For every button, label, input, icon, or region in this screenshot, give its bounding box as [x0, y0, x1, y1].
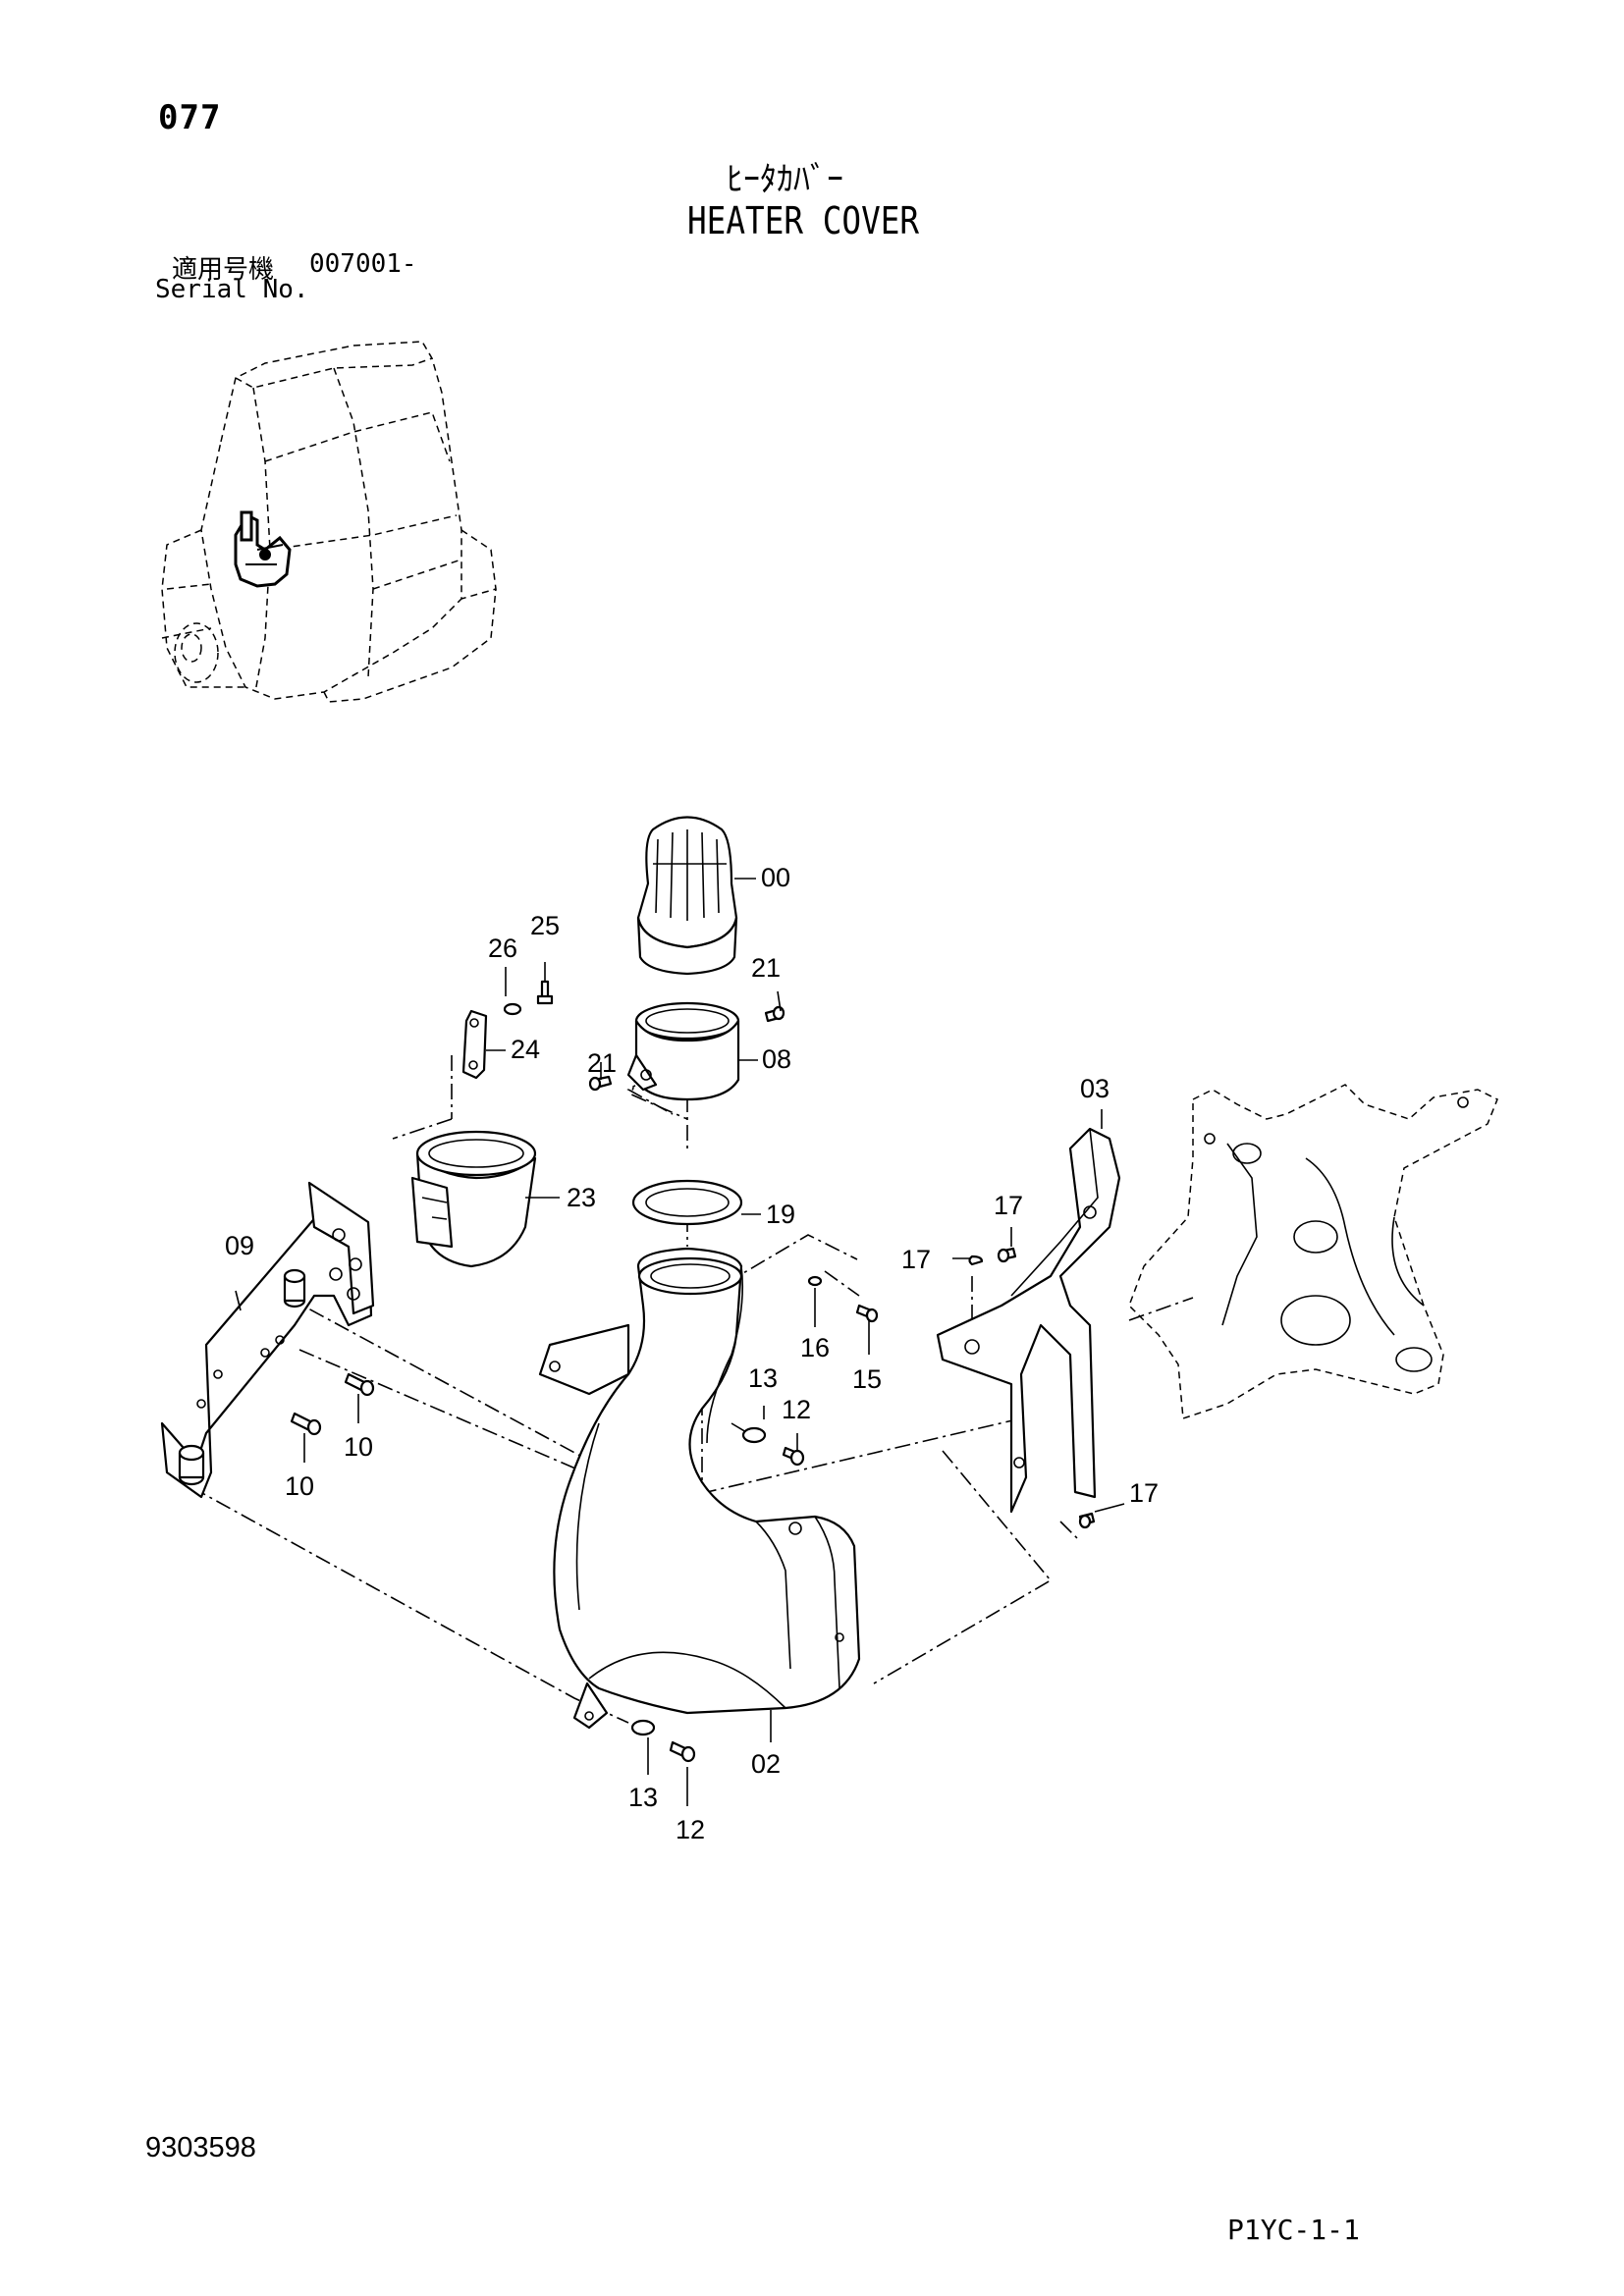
reference-cab-panel — [1128, 1084, 1498, 1420]
part-23-clamp-cup — [410, 1130, 537, 1268]
fasteners — [290, 980, 1096, 1763]
part-09-mounting-bracket — [160, 1181, 375, 1499]
callout-00: 00 — [761, 863, 790, 892]
callout-21-upper: 21 — [751, 953, 781, 983]
callout-17-middle: 17 — [901, 1245, 931, 1274]
callout-labels: 00 25 26 21 24 21 08 03 23 19 17 17 09 1… — [225, 863, 1159, 1844]
callout-12-lower: 12 — [676, 1815, 705, 1844]
callout-12-upper: 12 — [782, 1395, 811, 1424]
sheet-code: P1YC-1-1 — [1227, 2214, 1360, 2246]
cab-locator-thumbnail — [161, 341, 497, 703]
page-number: 077 — [158, 98, 222, 137]
callout-19: 19 — [766, 1200, 795, 1229]
callout-09: 09 — [225, 1231, 254, 1260]
callout-26: 26 — [488, 934, 517, 963]
page-title-japanese: ﾋｰﾀｶﾊﾞｰ — [727, 160, 843, 199]
callout-13-lower: 13 — [628, 1783, 658, 1812]
callout-17-lower: 17 — [1129, 1478, 1159, 1508]
callout-23: 23 — [567, 1183, 596, 1212]
callout-08: 08 — [762, 1044, 791, 1074]
part-02-duct-body — [538, 1247, 861, 1730]
part-03-side-bracket — [936, 1127, 1121, 1514]
part-24-bracket-plate — [461, 1009, 488, 1080]
callout-21-lower: 21 — [587, 1048, 617, 1078]
part-19-seal-ring — [631, 1179, 743, 1226]
document-number: 9303598 — [145, 2132, 256, 2163]
callout-02: 02 — [751, 1749, 781, 1779]
callout-24: 24 — [511, 1035, 540, 1064]
callout-25: 25 — [530, 911, 560, 940]
part-08-ring-adapter — [626, 1001, 740, 1101]
serial-label-japanese: 適用号機 — [172, 255, 275, 285]
serial-label: Serial No. — [155, 275, 309, 304]
callout-15: 15 — [852, 1364, 882, 1394]
part-00-louver-grille — [636, 816, 738, 976]
callout-03: 03 — [1080, 1074, 1110, 1103]
callout-10-left: 10 — [285, 1471, 314, 1501]
callout-16: 16 — [800, 1333, 830, 1362]
callout-17-upper: 17 — [994, 1191, 1023, 1220]
serial-number-value: 007001- — [309, 249, 417, 279]
callout-leaders — [235, 878, 1125, 1806]
callout-10-right: 10 — [344, 1432, 373, 1462]
page-title: HEATER COVER — [687, 199, 920, 242]
callout-13-upper: 13 — [748, 1363, 778, 1393]
